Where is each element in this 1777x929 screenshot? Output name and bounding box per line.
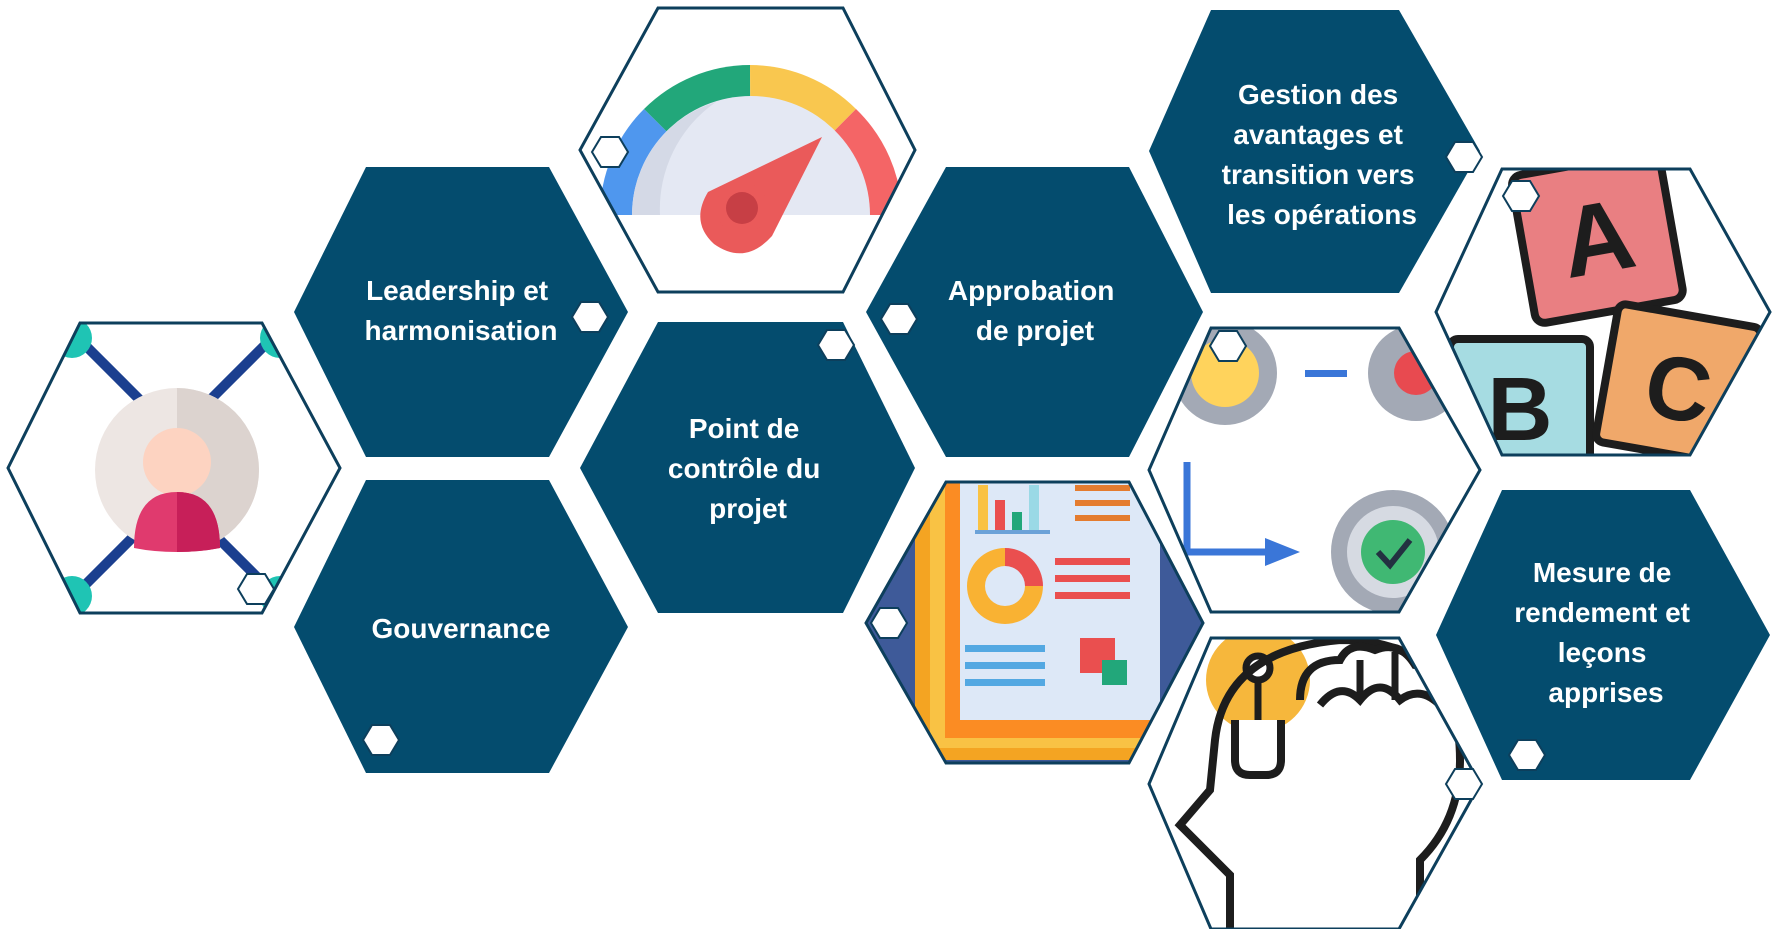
- hexagon-shape: [294, 167, 628, 457]
- tile-label-line: contrôle du: [668, 453, 820, 484]
- small-hexagon-marker: [590, 136, 630, 168]
- hexagon-shape: [866, 167, 1203, 457]
- abc-block-letter: B: [1488, 360, 1553, 460]
- tile-label-line: Mesure de: [1533, 557, 1672, 588]
- small-hexagon-marker: [879, 303, 919, 335]
- tile-gouvernance: Gouvernance: [294, 480, 628, 773]
- tile-gestion-avantages: Gestion des avantages et transition vers…: [1149, 10, 1484, 293]
- icon-tile-process-gears: [1147, 326, 1482, 614]
- tile-label-line: avantages et: [1233, 119, 1403, 150]
- icon-tile-abc-blocks: A B C: [1434, 167, 1772, 460]
- small-hexagon-marker: [869, 607, 909, 639]
- svg-text:Gestion des avantages et: Gestion des avantages et transition vers…: [1222, 79, 1423, 230]
- tile-label-line: les opérations: [1227, 199, 1417, 230]
- tile-mesure-rendement: Mesure de rendement et leçons apprises: [1436, 490, 1770, 780]
- small-hexagon-marker: [1501, 180, 1541, 212]
- svg-text:Leadership et harmonisat: Leadership et harmonisation: [365, 275, 558, 346]
- icon-tile-network-person: [6, 321, 342, 615]
- person-avatar-icon: [95, 388, 259, 552]
- tile-label-line: de projet: [976, 315, 1094, 346]
- small-hexagon-marker: [1444, 768, 1484, 800]
- small-hexagon-marker: [361, 724, 401, 756]
- tile-label-line: harmonisation: [365, 315, 558, 346]
- svg-text:Approbation de projet: Approbation de projet: [948, 275, 1122, 346]
- icon-tile-speedometer: [578, 6, 917, 294]
- small-hexagon-marker: [570, 301, 610, 333]
- tile-label-line: Leadership et: [366, 275, 548, 306]
- tile-point-controle: Point de contrôle du projet: [580, 322, 915, 613]
- tile-label-line: Approbation: [948, 275, 1114, 306]
- tile-label-line: rendement et: [1514, 597, 1690, 628]
- small-hexagon-marker: [816, 329, 856, 361]
- report-documents-icon: [915, 482, 1160, 760]
- hexagon-shape: [1149, 10, 1480, 293]
- hexagon-shape: [294, 480, 628, 773]
- icon-tile-report-documents: [864, 480, 1205, 765]
- tile-label-line: Gouvernance: [372, 613, 551, 644]
- tile-label-line: transition vers: [1222, 159, 1415, 190]
- tile-leadership: Leadership et harmonisation: [294, 167, 628, 457]
- hexagon-shape: [580, 322, 915, 613]
- svg-text:Gouvernance: Gouvernance: [372, 613, 551, 644]
- head-brain-icon: [1174, 638, 1465, 929]
- tile-label-line: Point de: [689, 413, 799, 444]
- speedometer-icon: [580, 65, 915, 292]
- tile-label-line: leçons: [1558, 637, 1647, 668]
- small-hexagon-marker: [1507, 739, 1547, 771]
- svg-text:Mesure de rendement et: Mesure de rendement et leçons apprises: [1514, 557, 1698, 708]
- tile-label-line: Gestion des: [1238, 79, 1398, 110]
- tile-label-line: projet: [709, 493, 787, 524]
- small-hexagon-marker: [1444, 141, 1484, 173]
- small-hexagon-marker: [236, 573, 276, 605]
- small-hexagon-marker: [1208, 330, 1248, 362]
- tile-approbation: Approbation de projet: [866, 167, 1203, 457]
- hexagon-shape: [1436, 490, 1770, 780]
- svg-text:Point de contrôle du: Point de contrôle du projet: [668, 413, 828, 524]
- tile-label-line: apprises: [1548, 677, 1663, 708]
- icon-tile-head-brain: [1147, 636, 1484, 929]
